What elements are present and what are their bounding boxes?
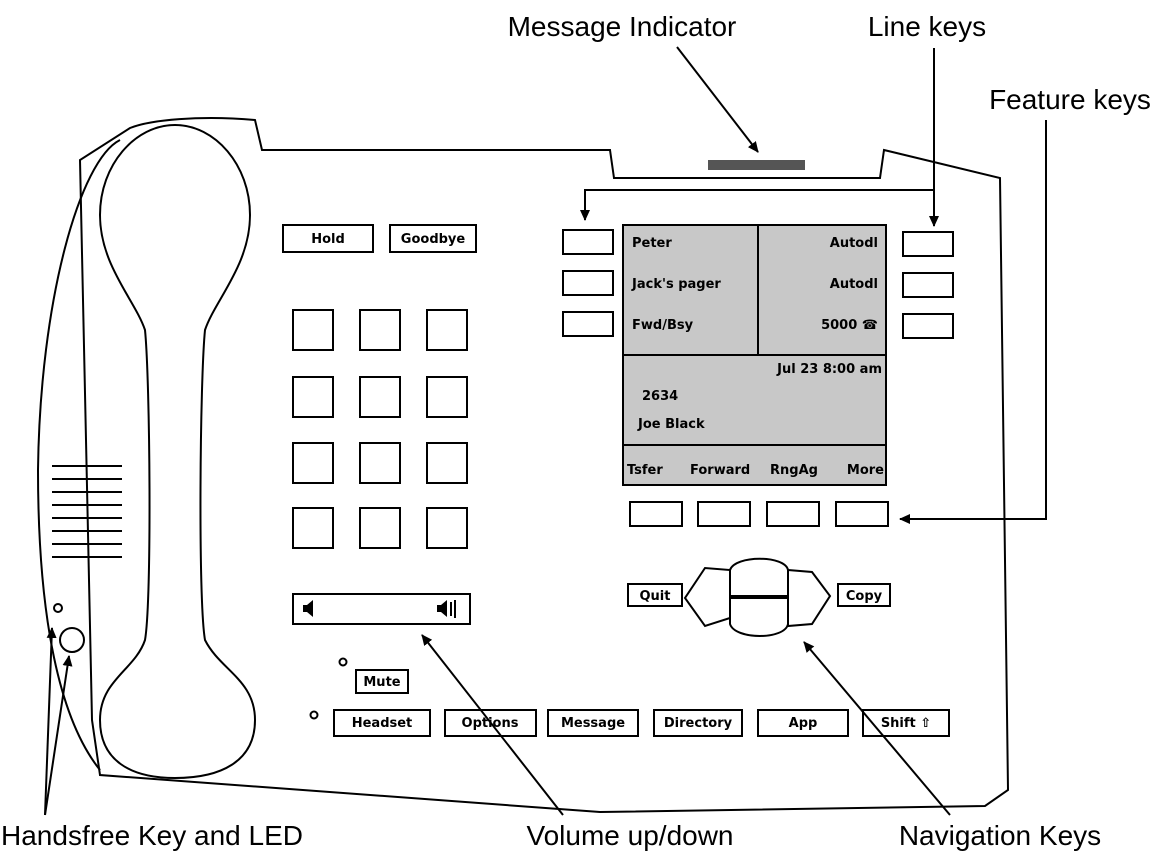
dialpad-key-7[interactable] xyxy=(292,442,334,484)
volume-down-icon[interactable] xyxy=(303,600,313,617)
line-key-right-3[interactable] xyxy=(902,313,954,339)
dialpad-key-2[interactable] xyxy=(359,309,401,351)
dialpad-key-star[interactable] xyxy=(292,507,334,549)
lcd-line-3-label: Fwd/Bsy xyxy=(632,318,694,333)
lcd-line-3-type: 5000 ☎ xyxy=(821,318,878,333)
message-label: Message xyxy=(561,716,625,731)
phone-body xyxy=(78,117,1010,814)
dialpad-key-1[interactable] xyxy=(292,309,334,351)
goodbye-button[interactable]: Goodbye xyxy=(389,224,477,253)
dialpad-key-8[interactable] xyxy=(359,442,401,484)
handset-cradle xyxy=(36,139,121,771)
callout-feature-keys: Feature keys xyxy=(989,84,1151,115)
softkey-label-1: Tsfer xyxy=(627,463,663,478)
callout-message-indicator: Message Indicator xyxy=(508,11,737,42)
callout-navigation: Navigation Keys xyxy=(899,820,1101,851)
goodbye-label: Goodbye xyxy=(401,232,466,247)
copy-label: Copy xyxy=(846,589,883,604)
dialpad-key-9[interactable] xyxy=(426,442,468,484)
leader-lines xyxy=(44,46,1047,816)
volume-up-icon[interactable] xyxy=(437,600,456,618)
feature-key-4[interactable] xyxy=(835,501,889,527)
message-button[interactable]: Message xyxy=(547,709,639,737)
mute-button[interactable]: Mute xyxy=(355,669,409,694)
line-key-right-1[interactable] xyxy=(902,231,954,257)
lcd-line-1-type: Autodl xyxy=(830,236,878,251)
feature-key-1[interactable] xyxy=(629,501,683,527)
feature-key-3[interactable] xyxy=(766,501,820,527)
handsfree-key[interactable] xyxy=(59,627,85,653)
nav-down-key[interactable] xyxy=(729,597,789,637)
mute-led xyxy=(338,657,348,667)
callout-handsfree: Handsfree Key and LED xyxy=(1,820,303,851)
mute-label: Mute xyxy=(363,675,400,690)
feature-key-2[interactable] xyxy=(697,501,751,527)
dialpad xyxy=(292,309,468,549)
dialpad-key-5[interactable] xyxy=(359,376,401,418)
line-key-left-2[interactable] xyxy=(562,270,614,296)
softkey-label-2: Forward xyxy=(690,463,750,478)
nav-left-key[interactable] xyxy=(683,566,731,628)
speaker-grille xyxy=(52,465,122,558)
message-indicator-light xyxy=(708,160,805,170)
line-key-left-3[interactable] xyxy=(562,311,614,337)
lcd-caller-number: 2634 xyxy=(642,389,678,404)
handsfree-led xyxy=(53,603,63,613)
dialpad-key-hash[interactable] xyxy=(426,507,468,549)
handset xyxy=(98,123,257,780)
directory-label: Directory xyxy=(664,716,733,731)
line-key-right-2[interactable] xyxy=(902,272,954,298)
nav-up-key[interactable] xyxy=(729,557,789,597)
callout-line-keys: Line keys xyxy=(868,11,986,42)
lcd-datetime: Jul 23 8:00 am xyxy=(776,362,882,377)
headset-button[interactable]: Headset xyxy=(333,709,431,737)
shift-label: Shift ⇧ xyxy=(881,716,931,731)
headset-label: Headset xyxy=(352,716,413,731)
copy-button[interactable]: Copy xyxy=(837,583,891,607)
dialpad-key-4[interactable] xyxy=(292,376,334,418)
softkey-label-4: More xyxy=(847,463,884,478)
callout-volume: Volume up/down xyxy=(526,820,733,851)
lcd-caller-name: Joe Black xyxy=(637,417,705,432)
shift-button[interactable]: Shift ⇧ xyxy=(862,709,950,737)
nav-right-key[interactable] xyxy=(787,568,832,628)
directory-button[interactable]: Directory xyxy=(653,709,743,737)
lcd-line-2-label: Jack's pager xyxy=(631,277,721,292)
app-label: App xyxy=(789,716,818,731)
quit-button[interactable]: Quit xyxy=(627,583,683,607)
dialpad-key-3[interactable] xyxy=(426,309,468,351)
quit-label: Quit xyxy=(640,589,671,604)
hold-button[interactable]: Hold xyxy=(282,224,374,253)
dialpad-key-6[interactable] xyxy=(426,376,468,418)
lcd-line-2-type: Autodl xyxy=(830,277,878,292)
headset-led xyxy=(309,710,319,720)
lcd-display: Peter Autodl Jack's pager Autodl Fwd/Bsy… xyxy=(622,224,887,486)
softkey-label-3: RngAg xyxy=(770,463,818,478)
line-key-left-1[interactable] xyxy=(562,229,614,255)
hold-label: Hold xyxy=(311,232,345,247)
dialpad-key-0[interactable] xyxy=(359,507,401,549)
volume-bar[interactable] xyxy=(292,593,471,625)
app-button[interactable]: App xyxy=(757,709,849,737)
lcd-line-1-label: Peter xyxy=(632,236,672,251)
